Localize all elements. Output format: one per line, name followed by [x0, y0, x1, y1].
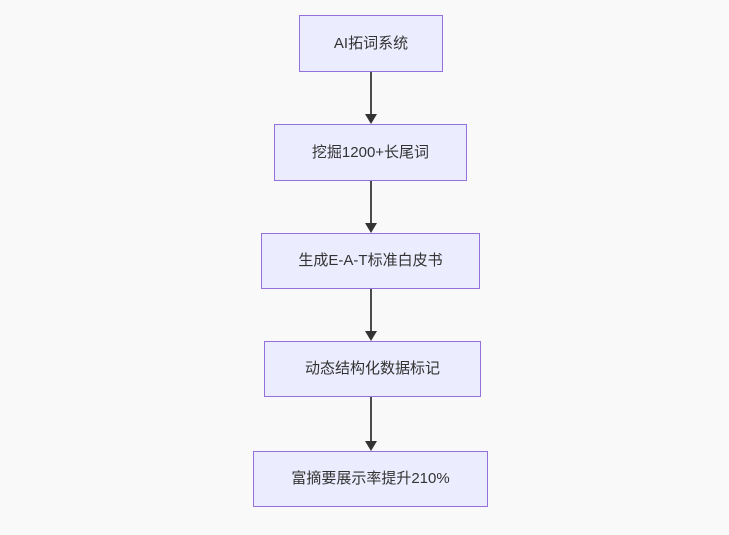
arrow-line — [370, 181, 372, 223]
flow-node-label: 动态结构化数据标记 — [304, 360, 440, 377]
arrow-down-icon — [365, 331, 377, 341]
flow-arrow-1 — [365, 72, 377, 124]
flow-node-label: 生成E-A-T标准白皮书 — [298, 252, 443, 269]
flow-node-longtail-mining: 挖掘1200+长尾词 — [274, 124, 467, 181]
flow-node-eat-whitepaper: 生成E-A-T标准白皮书 — [261, 233, 480, 289]
flow-node-structured-data-markup: 动态结构化数据标记 — [264, 341, 481, 397]
flow-node-label: 挖掘1200+长尾词 — [311, 143, 430, 161]
arrow-down-icon — [365, 114, 377, 124]
arrow-line — [370, 397, 372, 441]
flow-node-rich-snippet-uplift: 富摘要展示率提升210% — [253, 451, 488, 507]
arrow-line — [370, 72, 372, 114]
flow-node-label: AI拓词系统 — [333, 34, 409, 52]
arrow-down-icon — [365, 441, 377, 451]
arrow-line — [370, 289, 372, 331]
flow-arrow-3 — [365, 289, 377, 341]
arrow-down-icon — [365, 223, 377, 233]
flow-node-ai-keyword-system: AI拓词系统 — [299, 15, 443, 72]
flow-arrow-2 — [365, 181, 377, 233]
flow-arrow-4 — [365, 397, 377, 451]
flow-node-label: 富摘要展示率提升210% — [291, 470, 450, 487]
